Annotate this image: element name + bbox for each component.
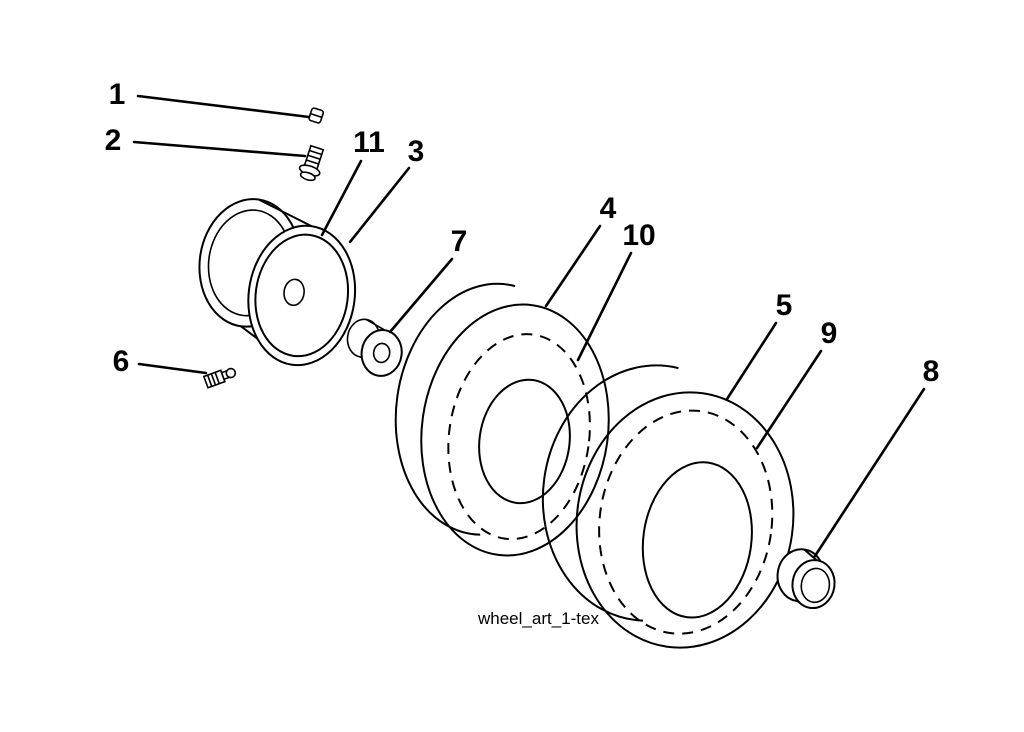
hubcap-drawing bbox=[776, 548, 836, 610]
fitting-tip bbox=[225, 367, 237, 379]
callout-5: 5 bbox=[776, 289, 793, 322]
fitting-thread bbox=[214, 372, 220, 384]
leader-line-1 bbox=[136, 94, 311, 119]
leader-line-2 bbox=[132, 140, 307, 158]
fitting-thread bbox=[210, 373, 217, 386]
callout-8: 8 bbox=[923, 355, 940, 388]
leader-line-3 bbox=[348, 166, 411, 244]
callout-11: 11 bbox=[353, 126, 385, 159]
callout-1: 1 bbox=[109, 78, 126, 111]
rim-hub-hole bbox=[283, 278, 305, 307]
bearing-front-face bbox=[360, 329, 403, 377]
tire-front-bead-dashed bbox=[447, 333, 591, 541]
valve-stem-base bbox=[299, 171, 316, 182]
callout-4: 4 bbox=[600, 192, 617, 225]
leader-line-10 bbox=[576, 251, 633, 362]
tire-rear-drawing bbox=[541, 364, 795, 649]
callout-6: 6 bbox=[113, 345, 130, 378]
leader-lines bbox=[132, 94, 926, 558]
bearing-center-hole bbox=[372, 342, 391, 364]
rim-front-lip-inner bbox=[254, 233, 350, 358]
callout-9: 9 bbox=[821, 317, 838, 350]
valve-cap-drawing bbox=[308, 107, 325, 124]
grease-fitting-drawing bbox=[202, 367, 237, 389]
valve-stem-thread bbox=[307, 154, 321, 161]
hubcap-front-detail bbox=[800, 567, 831, 604]
leader-line-9 bbox=[755, 349, 823, 450]
rim-barrel-top-line bbox=[258, 198, 312, 228]
tire-front-sidewall bbox=[420, 303, 610, 557]
hubcap-top-line bbox=[803, 548, 818, 562]
tire-front-center-hole bbox=[478, 378, 571, 505]
fitting-thread bbox=[206, 374, 213, 387]
tire-rear-bead-dashed bbox=[598, 409, 774, 635]
callout-labels: 1 2 11 3 7 4 10 5 9 8 6 bbox=[105, 78, 940, 388]
callout-3: 3 bbox=[408, 135, 425, 168]
tire-front-tread-edge bbox=[394, 282, 516, 536]
leader-line-5 bbox=[725, 321, 778, 401]
valve-stem-drawing bbox=[298, 144, 325, 182]
valve-stem-thread bbox=[309, 149, 322, 156]
rim-drawing bbox=[198, 198, 357, 367]
bearing-top-line bbox=[365, 318, 386, 331]
tire-rear-sidewall bbox=[575, 391, 795, 649]
leader-line-4 bbox=[544, 224, 602, 308]
tire-front-drawing bbox=[394, 282, 610, 557]
rim-front-lip-outer bbox=[247, 224, 357, 367]
leader-line-11 bbox=[320, 159, 363, 237]
valve-cap-ridge bbox=[310, 112, 323, 119]
valve-stem-thread bbox=[306, 159, 319, 165]
bearing-drawing bbox=[346, 318, 403, 377]
callout-7: 7 bbox=[451, 225, 468, 258]
leader-line-7 bbox=[388, 257, 454, 334]
tire-rear-center-hole bbox=[641, 461, 753, 619]
tire-rear-tread-edge bbox=[541, 364, 679, 622]
callout-10: 10 bbox=[622, 219, 655, 252]
leader-line-8 bbox=[813, 387, 926, 558]
leader-line-6 bbox=[137, 362, 208, 375]
callout-2: 2 bbox=[105, 124, 122, 157]
diagram-caption: wheel_art_1-tex bbox=[477, 609, 599, 628]
